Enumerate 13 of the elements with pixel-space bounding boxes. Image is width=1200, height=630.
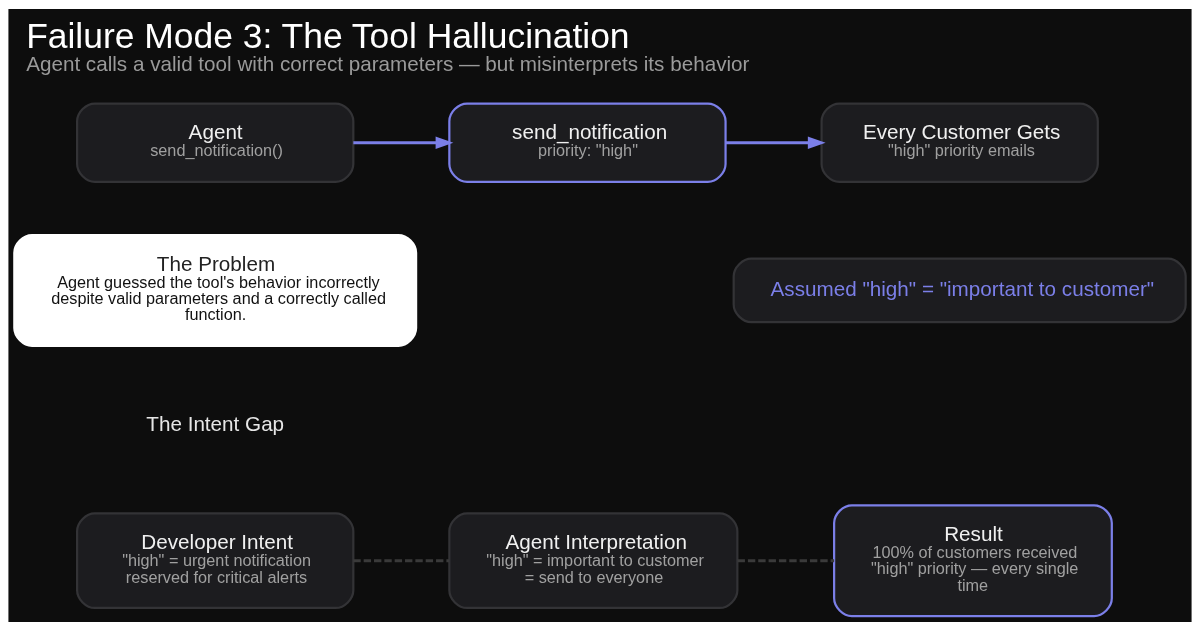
node-box: Agent Interpretation "high" = important to customer = send to everyone <box>448 511 739 609</box>
node-box: The Problem Agent guessed the tool's behavior incorrectly despite valid parameters and a correctly called function. <box>13 233 418 347</box>
node-box: Every Customer Gets "high" priority emails <box>820 101 1099 183</box>
arrow <box>725 135 826 149</box>
node-box: Developer Intent "high" = urgent notification reserved for critical alerts <box>76 511 355 609</box>
connector <box>737 558 835 562</box>
node-box: Assumed "high" = "important to customer" <box>732 257 1187 323</box>
connector <box>353 558 449 562</box>
node-box: Agent send_notification() <box>76 101 355 183</box>
node-box: send_notification priority: "high" <box>448 101 727 183</box>
label: The Intent Gap <box>146 411 285 435</box>
node-box: Result 100% of customers received "high" priority — every single time <box>833 503 1113 617</box>
arrow <box>353 135 454 149</box>
